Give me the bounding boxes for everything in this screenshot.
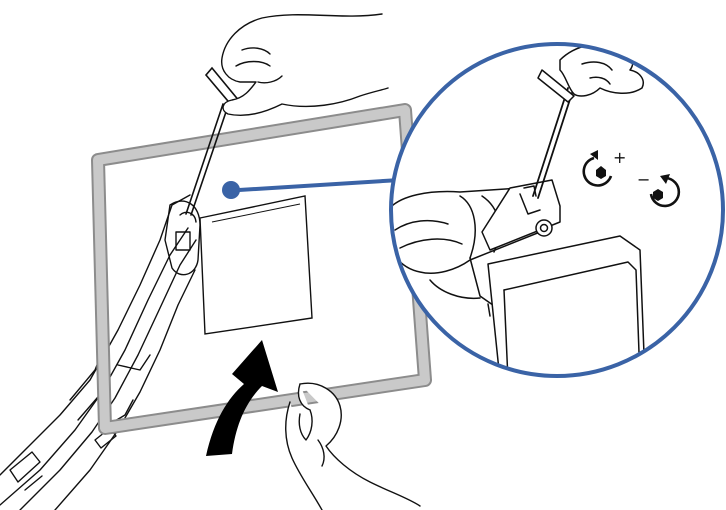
mounting-plate (200, 196, 312, 334)
callout-pointer (222, 180, 400, 199)
detail-view: + − (388, 44, 723, 380)
hand-icon (286, 383, 420, 510)
hand-icon (222, 14, 388, 115)
tighten-symbol: + (613, 148, 626, 167)
loosen-symbol: − (637, 170, 650, 189)
